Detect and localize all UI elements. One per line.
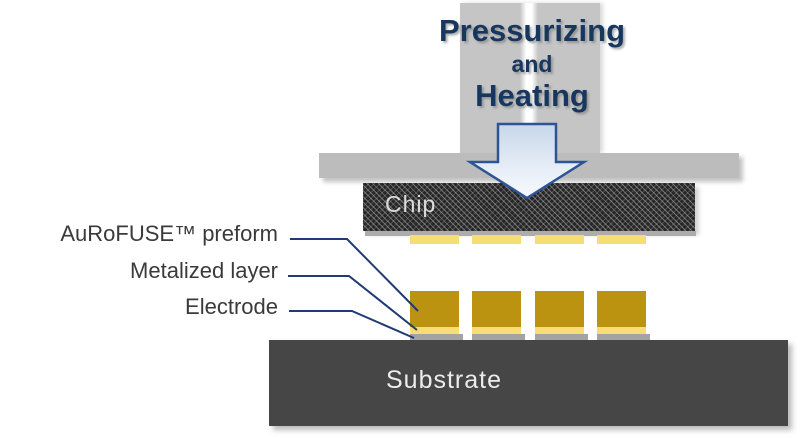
- chip-metalized-bump: [597, 235, 646, 244]
- substrate-metalized-layer: [597, 327, 646, 334]
- annotation-label-metalized-layer: Metalized layer: [130, 258, 278, 283]
- substrate-electrode: [472, 334, 525, 340]
- title-line-heating: Heating: [475, 78, 589, 113]
- press-head-bar: [319, 153, 739, 178]
- aurofuse-preform-block: [472, 291, 521, 327]
- press-tool-column-gap: [520, 3, 538, 153]
- aurofuse-preform-block: [535, 291, 584, 327]
- aurofuse-preform-block: [410, 291, 459, 327]
- substrate-electrode: [535, 334, 588, 340]
- substrate-electrode: [597, 334, 650, 340]
- substrate-block: Substrate: [269, 340, 788, 426]
- leader-line-preform: [290, 238, 419, 312]
- title-line-and: and: [511, 51, 553, 77]
- leader-line-electrode: [289, 310, 415, 339]
- chip-label: Chip: [385, 191, 437, 217]
- substrate-metalized-layer: [535, 327, 584, 334]
- chip-metalized-bump: [535, 235, 584, 244]
- aurofuse-preform-block: [597, 291, 646, 327]
- chip-metalized-bump: [410, 235, 459, 244]
- substrate-metalized-layer: [472, 327, 521, 334]
- substrate-electrode: [410, 334, 463, 340]
- chip-block: Chip: [363, 183, 695, 231]
- leader-line-metalized-layer: [288, 275, 418, 331]
- title-line-pressurizing: Pressurizing: [438, 13, 626, 48]
- chip-metalized-bump: [472, 235, 521, 244]
- annotation-label-electrode: Electrode: [185, 294, 278, 319]
- chip-bottom-shadow: [365, 231, 696, 236]
- annotation-label-preform: AuRoFUSE™ preform: [60, 221, 278, 246]
- process-title: Pressurizing and Heating: [412, 13, 652, 113]
- substrate-label: Substrate: [386, 366, 503, 394]
- substrate-metalized-layer: [410, 327, 459, 334]
